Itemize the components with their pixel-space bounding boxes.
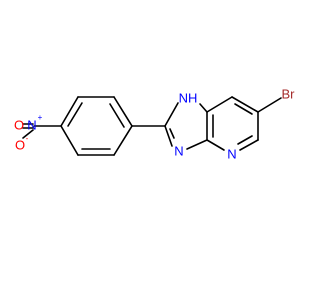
atom-nitrogen-pyridine: N [227, 146, 236, 161]
bond-n3-c2 [164, 125, 173, 147]
bond-pyridine-inner-2 [234, 103, 253, 115]
bond-group [22, 96, 282, 156]
atom-label-group: O N + O - NH N N Br [14, 86, 295, 161]
bond-benzene-1 [60, 96, 79, 127]
bond-n-o-single [22, 129, 34, 139]
bond-c3a-n3 [186, 139, 208, 150]
bond-n3-c2-double [169, 128, 175, 139]
atom-oxygen-double: O [14, 117, 24, 132]
bond-benzene-inner-2 [109, 103, 125, 128]
bond-pyridine-inner-3 [237, 135, 253, 145]
bond-benzene-4 [113, 125, 133, 156]
bond-benzene-6 [60, 125, 79, 156]
charge-minus: - [26, 134, 29, 143]
bond-pyn-c3a [206, 139, 225, 151]
atom-oxygen-minus: O [15, 137, 25, 152]
bond-c5-pyn [239, 139, 259, 151]
atom-nitrogen-nitro: N [27, 117, 36, 132]
atom-nitrogen-imidazole: N [174, 143, 183, 158]
atom-nitrogen-h: NH [179, 90, 198, 105]
bond-c2-nh [164, 102, 179, 127]
bond-nh-c7a [199, 103, 208, 113]
atom-bromine: Br [282, 86, 296, 101]
bond-c7a-c7 [206, 96, 233, 113]
bond-benzene-3 [113, 96, 133, 127]
charge-plus: + [38, 113, 43, 122]
bond-c6-br [257, 97, 282, 113]
bond-c7-c6 [231, 96, 259, 113]
bond-benzene-inner-1 [67, 102, 83, 127]
molecule-structure: O N + O - NH N N Br [14, 86, 295, 161]
